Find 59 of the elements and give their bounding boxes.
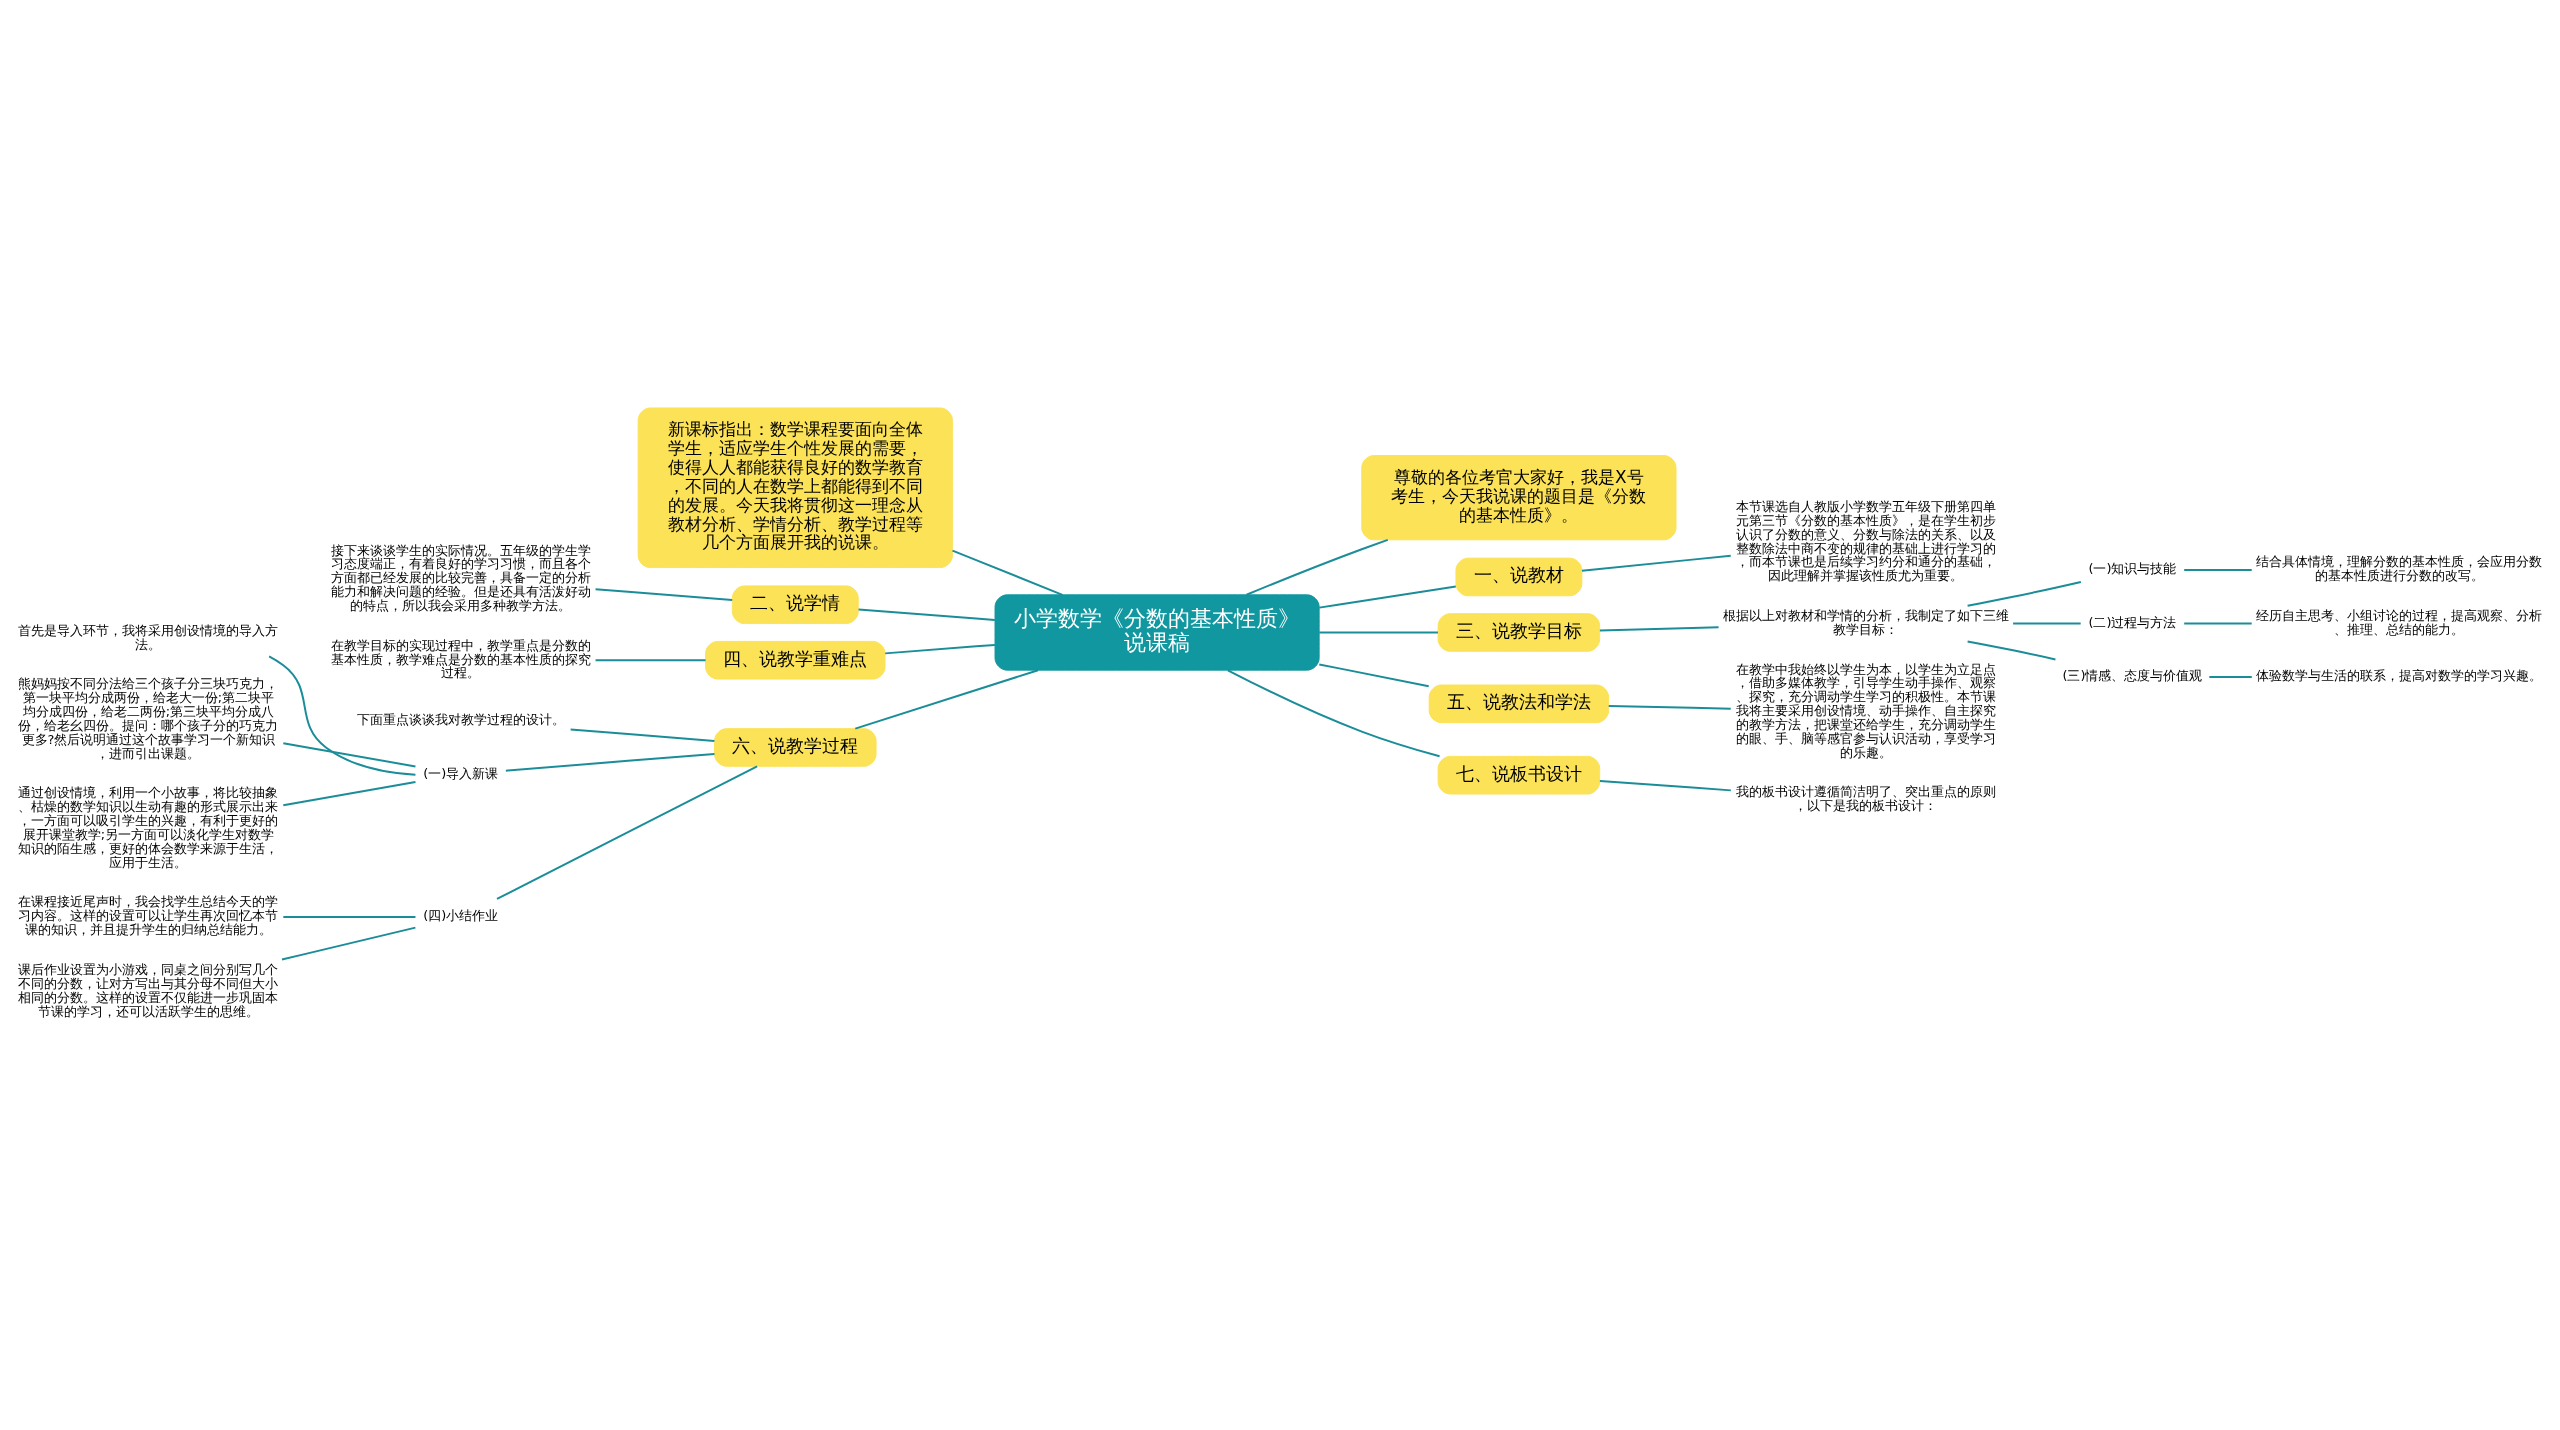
node-text: 在教学目标的实现过程中，教学重点是分数的基本性质，教学难点是分数的基本性质的探究过程。 <box>330 637 591 680</box>
connector <box>1226 668 1441 757</box>
connector <box>1245 538 1389 596</box>
node-text: (三)情感、态度与价值观 <box>2062 667 2203 683</box>
connector <box>282 741 417 767</box>
node-text: 在课程接近尾声时，我会找学生总结今天的学习内容。这样的设置可以让学生再次回忆本节课的知识，并且提升学生的归纳总结能力。 <box>18 893 279 937</box>
node-text: 下面重点谈谈我对教学过程的设计。 <box>356 711 565 727</box>
connector <box>594 658 707 661</box>
connector <box>1318 662 1430 687</box>
connector <box>2208 675 2253 678</box>
connector <box>268 654 417 776</box>
node-text: (四)小结作业 <box>423 907 499 923</box>
node-box: 新课标指出：数学课程要面向全体学生，适应学生个性发展的需要，使得人人都能获得良好的数学教育，不同的人在数学上都能得到不同的发展。今天我将贯彻这一理念从教材分析、学情分析、教学过程等几个方面展开我的说课。 <box>637 406 953 568</box>
connector <box>1580 554 1732 572</box>
connector <box>1966 639 2057 660</box>
node-text: 在教学中我始终以学生为本，以学生为立足点，借助多媒体教学，引导学生动手操作、观察、探究，充分调动学生学习的积极性。本节课我将主要采用创设情境、动手操作、自主探究的教学方法，把课堂还给学生，充分调动学生的眼、手、脑等感官参与认识活动，享受学习的乐趣。 <box>1735 661 1996 760</box>
node-text: 本节课选自人教版小学数学五年级下册第四单元第三节《分数的基本性质》，是在学生初步认识了分数的意义、分数与除法的关系、以及整数除法中商不变的规律的基础上进行学习的，而本节课也是后续学习约分和通分的基础，因此理解并掌握该性质尤为重要。 <box>1735 498 1996 583</box>
node-text: (二)过程与方法 <box>2088 614 2177 630</box>
node-text: 首先是导入环节，我将采用创设情境的导入方法。 <box>18 622 279 652</box>
node-text: (一)导入新课 <box>423 765 499 781</box>
node-box: 六、说教学过程 <box>714 727 877 767</box>
node-box: 二、说学情 <box>731 584 859 624</box>
node-box: 四、说教学重难点 <box>705 640 886 680</box>
node-box: 小学数学《分数的基本性质》说课稿 <box>994 593 1320 671</box>
connector <box>857 608 996 621</box>
connector <box>1318 631 1439 633</box>
node-box: 三、说教学目标 <box>1437 612 1601 652</box>
connector <box>884 643 996 654</box>
connector <box>504 752 716 772</box>
connector <box>282 780 417 806</box>
node-text: 我的板书设计遵循简洁明了、突出重点的原则，以下是我的板书设计： <box>1735 783 1996 813</box>
node-box: 尊敬的各位考官大家好，我是X号考生，今天我说课的题目是《分数的基本性质》。 <box>1361 454 1677 540</box>
connector <box>951 549 1064 596</box>
connector <box>1318 585 1457 609</box>
connector <box>854 668 1040 730</box>
connector <box>282 915 417 918</box>
node-text: 体验数学与生活的联系，提高对数学的学习兴趣。 <box>2256 667 2543 683</box>
node-text: 通过创设情境，利用一个小故事，将比较抽象、枯燥的数学知识以生动有趣的形式展示出来，一方面可以吸引学生的兴趣，有利于更好的展开课堂教学;另一方面可以淡化学生对数学知识的陌生感，更好的体会数学来源于生活，应用于生活。 <box>18 784 279 870</box>
connector <box>2012 622 2082 625</box>
node-box: 七、说板书设计 <box>1437 755 1601 795</box>
node-text: (一)知识与技能 <box>2088 560 2177 576</box>
connector <box>594 587 734 601</box>
connector <box>2183 568 2253 571</box>
connector <box>496 764 759 900</box>
node-text: 熊妈妈按不同分法给三个孩子分三块巧克力，第一块平均分成两份，给老大一份;第二块平均分成四份，给老二两份;第三块平均分成八份，给老幺四份。提问：哪个孩子分的巧克力更多?然后说明通过这个故事学习一个新知识，进而引出课题。 <box>18 675 279 761</box>
node-box: 一、说教材 <box>1455 557 1583 596</box>
connector <box>569 728 716 742</box>
node-box: 五、说教法和学法 <box>1428 684 1610 723</box>
connector <box>280 926 417 961</box>
connector <box>1607 704 1732 710</box>
node-text: 经历自主思考、小组讨论的过程，提高观察、分析、推理、总结的能力。 <box>2256 607 2543 637</box>
node-text: 接下来谈谈学生的实际情况。五年级的学生学习态度端正，有着良好的学习习惯，而且各个方面都已经发展的比较完善，具备一定的分析能力和解决问题的经验。但是还具有活泼好动的特点，所以我会采用多种教学方法。 <box>330 542 591 613</box>
node-text: 课后作业设置为小游戏，同桌之间分别写几个不同的分数，让对方写出与其分母不同但大小相同的分数。这样的设置不仅能进一步巩固本节课的学习，还可以活跃学生的思维。 <box>18 961 279 1018</box>
connector <box>1598 625 1720 631</box>
connector <box>1966 580 2082 607</box>
connector <box>2183 622 2253 625</box>
connector <box>1598 779 1732 791</box>
node-text: 根据以上对教材和学情的分析，我制定了如下三维教学目标： <box>1722 607 2009 637</box>
node-text: 结合具体情境，理解分数的基本性质，会应用分数的基本性质进行分数的改写。 <box>2256 553 2543 583</box>
